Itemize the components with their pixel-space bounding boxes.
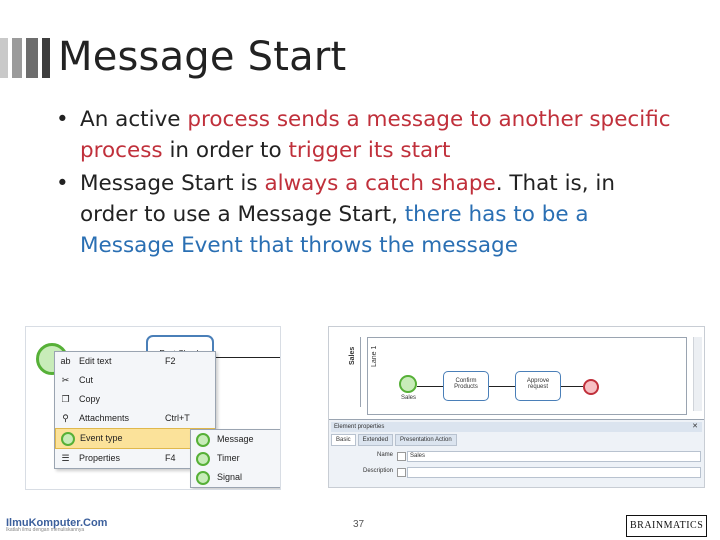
menu-item-properties[interactable]: ☰ Properties F4: [55, 449, 215, 468]
sequence-flow: [417, 386, 443, 387]
slide-title: Message Start: [58, 34, 347, 80]
bullet-item-2: • Message Start is always a catch shape.…: [56, 168, 676, 261]
attachment-icon: ⚲: [62, 413, 69, 423]
menu-item-label: Cut: [79, 375, 94, 385]
bullet-dot: •: [56, 171, 69, 196]
submenu-item-label: Signal: [217, 472, 243, 482]
start-event-label: Sales: [401, 395, 417, 401]
process-diagram-screenshot: Sales Lane 1 Sales Confirm Products Appr…: [328, 326, 705, 488]
task-approve-request[interactable]: Approve request: [515, 371, 561, 401]
menu-item-label: Attachments: [79, 413, 130, 423]
sequence-flow: [214, 357, 280, 358]
message-start-event[interactable]: [399, 375, 417, 393]
properties-title-text: Element properties: [334, 424, 385, 430]
bullet-1-seg-1: An active: [80, 107, 188, 132]
lane-label: Lane 1: [371, 345, 378, 367]
menu-item-edit-text[interactable]: ab Edit text F2: [55, 352, 215, 371]
pool-label: Sales: [349, 346, 356, 365]
message-event-icon: [196, 433, 210, 447]
field-icon: [397, 452, 406, 461]
bullet-2-seg-1: Message Start is: [80, 171, 265, 196]
tab-extended[interactable]: Extended: [357, 434, 394, 446]
bullet-1-seg-2: process sends a message to another speci…: [80, 107, 671, 163]
submenu-item-timer[interactable]: Timer: [191, 449, 280, 468]
name-field[interactable]: Sales: [407, 451, 701, 462]
timer-event-icon: [196, 452, 210, 466]
vertical-scrollbar[interactable]: [693, 337, 702, 411]
signal-event-icon: [196, 471, 210, 485]
submenu-item-signal[interactable]: Signal: [191, 468, 280, 487]
brainmatics-logo: BRAINMATICS: [626, 515, 708, 537]
bullet-list: • An active process sends a message to a…: [56, 104, 676, 263]
bullet-1-seg-3: in order to: [162, 138, 289, 163]
properties-icon: ☰: [61, 453, 70, 463]
submenu-item-label: Message: [217, 434, 254, 444]
menu-item-attachments[interactable]: ⚲ Attachments Ctrl+T: [55, 409, 215, 428]
description-field[interactable]: [407, 467, 701, 478]
field-icon: [397, 468, 406, 477]
bullet-2-seg-3: . That is, in order to use a Message Sta…: [80, 171, 616, 227]
menu-item-shortcut: F2: [165, 356, 176, 366]
bullet-dot: •: [56, 107, 69, 132]
menu-item-shortcut: Ctrl+T: [165, 413, 190, 423]
page-number: 37: [353, 519, 365, 530]
submenu-item-label: Timer: [217, 453, 240, 463]
bullet-2-seg-2: always a catch shape: [264, 171, 496, 196]
close-icon[interactable]: ✕: [692, 423, 698, 430]
menu-item-shortcut: F4: [165, 453, 176, 463]
task-confirm-products[interactable]: Confirm Products: [443, 371, 489, 401]
bullet-2-seg-4: there has to be a Message Event that thr…: [80, 202, 589, 258]
sequence-flow: [489, 386, 515, 387]
cut-icon: ✂: [61, 375, 70, 385]
edit-text-icon: ab: [60, 356, 71, 366]
lane: [367, 337, 687, 415]
submenu-item-message[interactable]: Message: [191, 430, 280, 449]
menu-item-label: Copy: [79, 394, 101, 404]
logo-text: IlmuKomputer.Com: [6, 517, 108, 529]
menu-item-copy[interactable]: ❐ Copy: [55, 390, 215, 409]
menu-item-cut[interactable]: ✂ Cut: [55, 371, 215, 390]
sequence-flow: [561, 386, 583, 387]
tab-basic[interactable]: Basic: [331, 434, 356, 446]
field-label: Name: [376, 452, 393, 458]
context-menu: ab Edit text F2 ✂ Cut ❐ Copy ⚲ Attachmen…: [54, 351, 216, 469]
tab-presentation-action[interactable]: Presentation Action: [395, 434, 457, 446]
event-type-icon: [61, 432, 75, 446]
menu-item-label: Edit text: [79, 356, 112, 366]
menu-item-label: Event type: [80, 433, 123, 443]
context-menu-screenshot: Rest Check ab Edit text F2 ✂ Cut ❐ Copy …: [25, 326, 281, 490]
pool-header: [346, 337, 361, 407]
properties-panel-title: Element properties ✕: [331, 422, 702, 432]
copy-icon: ❐: [61, 394, 70, 404]
ilmukomputer-logo: IlmuKomputer.Com Ikatlah ilmu dengan men…: [6, 517, 107, 533]
logo-tagline: Ikatlah ilmu dengan menuliskannya: [6, 527, 85, 533]
bullet-item-1: • An active process sends a message to a…: [56, 104, 676, 166]
event-type-submenu: Message Timer Signal: [190, 429, 280, 488]
field-label: Description: [362, 468, 393, 474]
end-event[interactable]: [583, 379, 599, 395]
menu-item-label: Properties: [79, 453, 121, 463]
bullet-1-seg-4: trigger its start: [288, 138, 451, 163]
